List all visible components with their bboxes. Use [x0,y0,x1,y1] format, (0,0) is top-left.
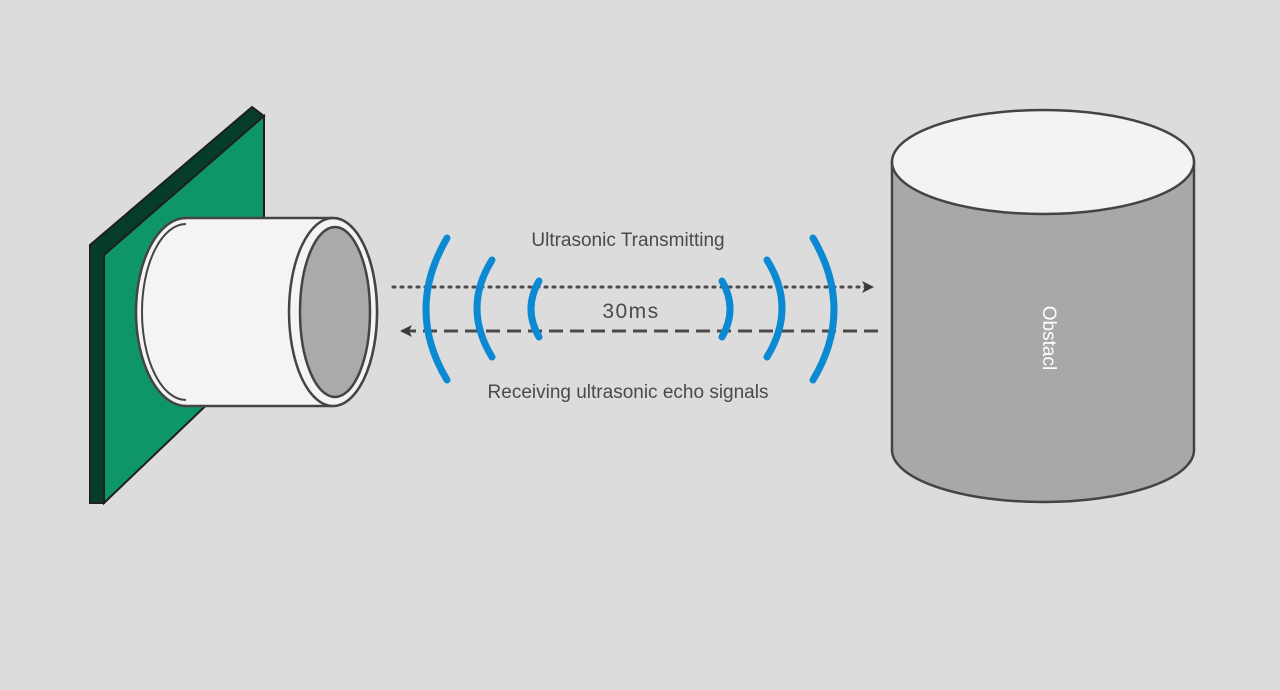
obstacle-cylinder [890,108,1196,504]
ultrasonic-transducer [134,216,379,408]
wave-right-outer [809,234,838,384]
wave-left-outer [422,234,451,384]
transmit-label: Ultrasonic Transmitting [531,230,724,251]
transducer-rim-line [141,223,187,401]
obstacle-top [890,108,1196,216]
time-label: 30ms [602,300,659,323]
obstacle-label: Obstacl [1038,306,1059,370]
wave-right-middle [763,256,786,361]
wave-left-middle [473,256,496,361]
receive-label: Receiving ultrasonic echo signals [488,382,769,403]
transducer-face [298,225,372,399]
obstacle-body [890,160,1196,504]
wave-left-inner [527,277,543,341]
wave-right-inner [718,277,734,341]
sound-waves [422,234,838,384]
